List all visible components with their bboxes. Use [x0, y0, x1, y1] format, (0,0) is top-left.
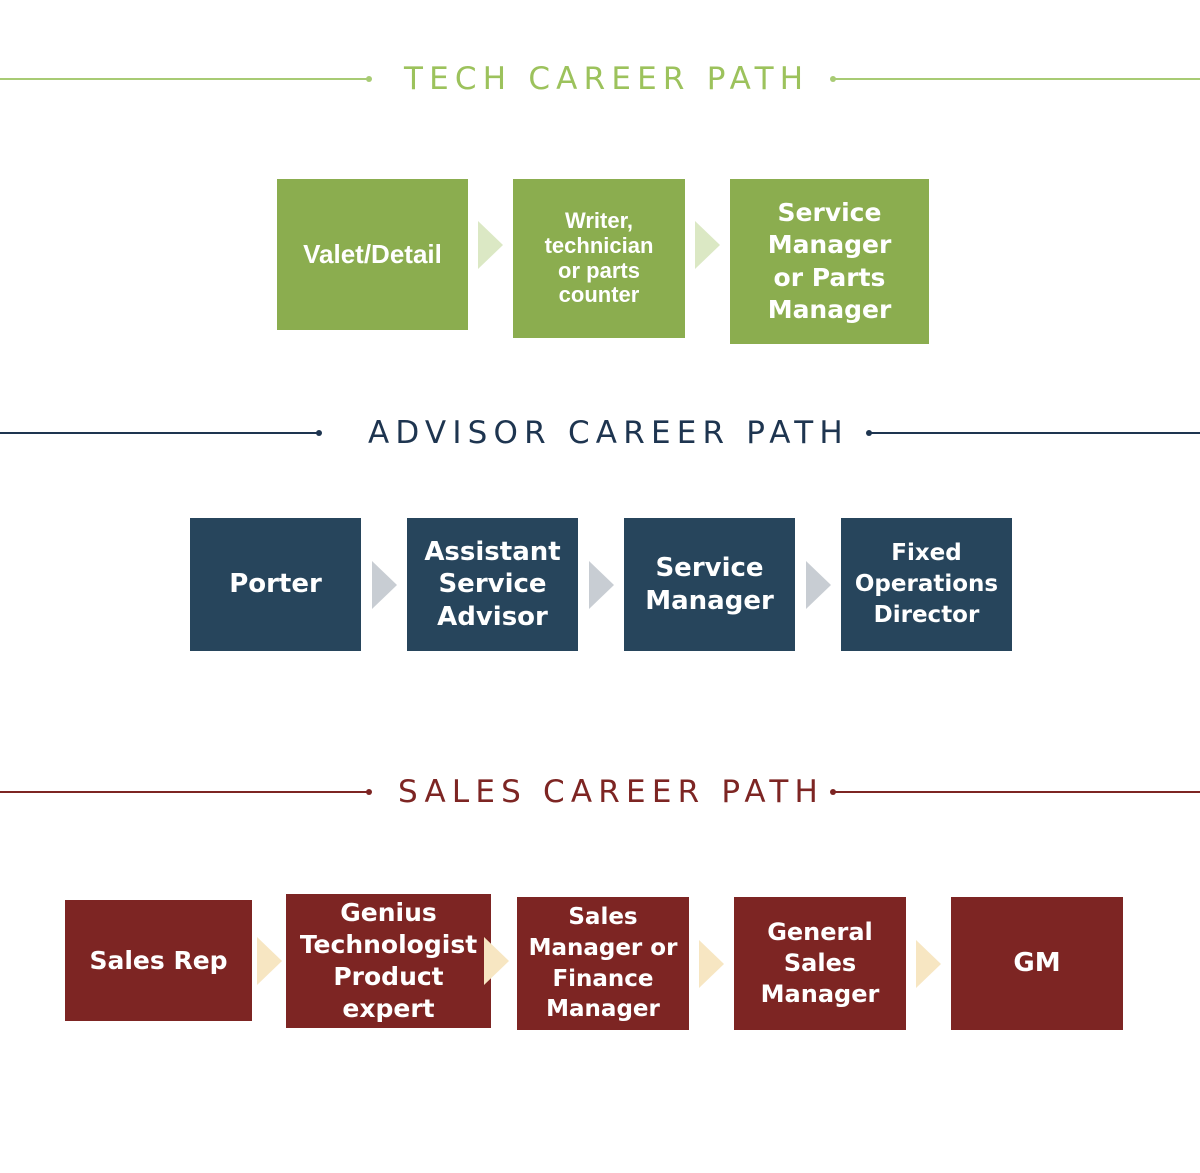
tech-step-label: Service Manager or Parts Manager: [767, 197, 892, 325]
advisor-arrow-1: [372, 561, 397, 609]
advisor-step-label: Assistant Service Advisor: [424, 536, 561, 632]
sales-header-left-dot: [366, 789, 372, 795]
sales-career-path-header: SALES CAREER PATH: [0, 774, 1200, 810]
advisor-step-fixed-operations-director: Fixed Operations Director: [841, 518, 1012, 651]
tech-header-left-rule: [0, 78, 368, 80]
advisor-arrow-2: [589, 561, 614, 609]
sales-arrow-3: [699, 940, 724, 988]
sales-step-genius-technologist: Genius Technologist Product expert: [286, 894, 491, 1028]
sales-step-label: Genius Technologist Product expert: [299, 898, 478, 1023]
advisor-header-left-rule: [0, 432, 318, 434]
tech-step-writer-technician: Writer, technician or parts counter: [513, 179, 685, 338]
sales-arrow-2: [484, 937, 509, 985]
tech-step-label: Writer, technician or parts counter: [544, 208, 654, 308]
sales-arrow-4: [916, 940, 941, 988]
advisor-step-porter: Porter: [190, 518, 361, 651]
sales-header-title: SALES CAREER PATH: [398, 774, 824, 810]
sales-step-general-sales-manager: General Sales Manager: [734, 897, 906, 1030]
tech-header-right-dot: [830, 76, 836, 82]
advisor-header-right-rule: [870, 432, 1200, 434]
tech-step-valet-detail: Valet/Detail: [277, 179, 468, 330]
sales-step-sales-rep: Sales Rep: [65, 900, 252, 1021]
advisor-header-left-dot: [316, 430, 322, 436]
sales-step-sales-manager: Sales Manager or Finance Manager: [517, 897, 689, 1030]
sales-step-label: General Sales Manager: [760, 918, 880, 1008]
tech-step-service-manager: Service Manager or Parts Manager: [730, 179, 929, 344]
sales-step-label: Sales Manager or Finance Manager: [528, 903, 678, 1023]
advisor-header-right-dot: [866, 430, 872, 436]
advisor-step-label: Porter: [229, 568, 322, 599]
tech-step-label: Valet/Detail: [303, 238, 442, 269]
advisor-step-service-manager: Service Manager: [624, 518, 795, 651]
advisor-step-label: Service Manager: [645, 553, 774, 616]
sales-step-label: GM: [1013, 947, 1061, 978]
advisor-career-path-header: ADVISOR CAREER PATH: [0, 415, 1200, 451]
tech-arrow-1: [478, 221, 503, 269]
sales-arrow-1: [257, 937, 282, 985]
tech-career-path-header: TECH CAREER PATH: [0, 61, 1200, 97]
advisor-step-label: Fixed Operations Director: [854, 539, 999, 629]
tech-header-title: TECH CAREER PATH: [404, 61, 810, 97]
sales-step-label: Sales Rep: [89, 945, 228, 975]
sales-header-left-rule: [0, 791, 368, 793]
sales-step-gm: GM: [951, 897, 1123, 1030]
advisor-arrow-3: [806, 561, 831, 609]
tech-header-right-rule: [834, 78, 1200, 80]
advisor-header-title: ADVISOR CAREER PATH: [368, 415, 849, 451]
advisor-step-assistant-service-advisor: Assistant Service Advisor: [407, 518, 578, 651]
tech-header-left-dot: [366, 76, 372, 82]
tech-arrow-2: [695, 221, 720, 269]
sales-header-right-rule: [834, 791, 1200, 793]
sales-header-right-dot: [830, 789, 836, 795]
